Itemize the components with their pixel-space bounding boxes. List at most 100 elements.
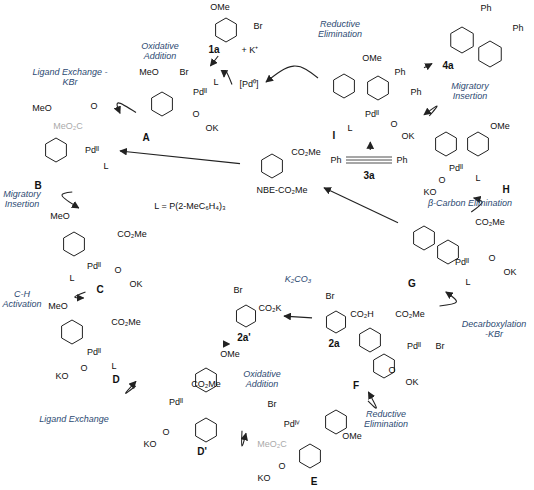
atom-label: CO₂Me	[395, 310, 425, 319]
atom-label: Br	[436, 342, 445, 351]
aryl-ring	[334, 74, 355, 98]
atom-label: NBE-CO₂Me	[257, 186, 308, 195]
reaction-arrow	[242, 431, 246, 446]
step-label: Reductive Elimination	[310, 20, 370, 40]
atom-label: Ph	[330, 156, 341, 165]
reaction-arrow	[368, 392, 376, 408]
atom-label: CO₂K	[259, 304, 282, 313]
reaction-arrow	[324, 188, 398, 223]
atom-label: L	[69, 274, 74, 283]
triple-bond	[346, 157, 392, 158]
species-node: OMePhPhPdᴵᴵLOOKI	[318, 50, 424, 142]
atom-label: F	[353, 381, 359, 391]
aryl-ring	[196, 418, 217, 442]
species-node: CO₂MeNBE-CO₂Me	[240, 140, 324, 196]
atom-label: E	[311, 477, 318, 487]
aryl-ring	[64, 232, 85, 256]
atom-label: Ph	[480, 4, 491, 13]
aryl-ring	[451, 27, 474, 53]
species-node: MeOBrPdᴵᴵLOOKA	[136, 66, 224, 144]
atom-label: I	[333, 131, 336, 141]
step-label: Reductive Elimination	[354, 410, 418, 430]
atom-label: CO₂H	[350, 310, 374, 319]
atom-label: OMe	[342, 432, 362, 441]
reaction-arrow	[424, 106, 437, 116]
atom-label: L	[111, 362, 116, 371]
step-label: Ligand Exchange -KBr	[32, 68, 108, 88]
atom-label: MeO₂C	[53, 122, 83, 131]
reaction-arrow	[120, 151, 240, 164]
atom-label: Pdᴵᴵ	[449, 164, 463, 173]
atom-label: L	[103, 162, 108, 171]
atom-label: D'	[197, 447, 207, 457]
reaction-arrow	[75, 292, 86, 298]
atom-label: KO	[423, 188, 436, 197]
step-label: Migratory Insertion	[0, 190, 44, 210]
atom-label: CO₂Me	[291, 148, 321, 157]
atom-label: Br	[234, 286, 243, 295]
step-label: Decarboxylation -KBr	[459, 320, 529, 340]
step-label: Ligand Exchange	[39, 415, 109, 425]
atom-label: OMe	[210, 3, 230, 12]
step-label: C-H Activation	[0, 290, 44, 310]
atom-label: O	[438, 176, 445, 185]
atom-label: MeO	[50, 212, 70, 221]
reaction-arrow	[370, 142, 371, 150]
triple-bond	[346, 163, 392, 164]
atom-label: OMe	[362, 54, 382, 63]
species-node: BrCO₂H 2a	[312, 290, 376, 350]
aryl-ring	[436, 132, 457, 156]
species-node: MeOCO₂MePdᴵᴵLOOKC	[46, 208, 150, 292]
atom-label: O	[192, 110, 199, 119]
aryl-ring	[360, 328, 381, 352]
step-label: Oxidative Addition	[229, 370, 295, 390]
atom-label: MeO	[139, 68, 159, 77]
reaction-arrow	[266, 66, 318, 82]
atom-label: OK	[129, 280, 142, 289]
step-label: Migratory Insertion	[440, 82, 500, 102]
aryl-ring	[152, 92, 173, 116]
atom-label: Pdᴵᴵ	[85, 146, 99, 155]
atom-label: Br	[326, 292, 335, 301]
step-label: K₂CO₃	[273, 275, 323, 285]
species-node: MeOCO₂MePdᴵᴵLOKOD	[42, 298, 136, 386]
atom-label: Br	[180, 68, 189, 77]
species-node: OMePdᴵᴵLOKOH	[418, 116, 520, 198]
atom-label: CO₂Me	[111, 318, 141, 327]
atom-label: OK	[205, 124, 218, 133]
aryl-ring	[46, 138, 67, 162]
atom-label: KO	[55, 372, 68, 381]
aryl-ring	[326, 311, 345, 333]
reaction-arrow	[440, 292, 457, 306]
atom-label: CO₂Me	[117, 230, 147, 239]
reaction-arrow	[224, 71, 232, 85]
atom-label: 1a	[208, 45, 219, 55]
species-node: MeOOMeO₂CPdᴵᴵLB	[26, 100, 120, 192]
atom-label: Ph	[512, 24, 523, 33]
atom-label: OK	[401, 132, 414, 141]
atom-label: L	[475, 174, 480, 183]
atom-label: O	[278, 462, 285, 471]
atom-label: OK	[405, 378, 418, 387]
reaction-arrow	[424, 64, 432, 68]
species-node: CO₂MePdᴵᴵBrOOKF	[340, 306, 452, 392]
atom-label: C	[96, 285, 103, 295]
aryl-ring	[368, 76, 389, 100]
atom-label: Pdᴵᴵ	[365, 110, 379, 119]
aryl-ring	[216, 18, 237, 42]
aryl-ring	[300, 444, 321, 468]
atom-label: Pdᴵᴵ	[169, 398, 183, 407]
atom-label: 2a	[328, 339, 339, 349]
atom-label: Br	[254, 22, 263, 31]
atom-label: O	[80, 364, 87, 373]
atom-label: O	[488, 254, 495, 263]
species-node: BrPdᴵⱽMeO₂COMeOKOE	[246, 396, 368, 486]
atom-label: OK	[503, 268, 516, 277]
reaction-arrow	[62, 192, 79, 208]
atom-label: 4a	[442, 61, 453, 71]
atom-label: OMe	[490, 122, 510, 131]
atom-label: Br	[268, 400, 277, 409]
species-node: OMeCO₂MePdᴵᴵOKOD'	[136, 344, 242, 452]
atom-label: O	[90, 102, 97, 111]
atom-label: OMe	[220, 350, 240, 359]
